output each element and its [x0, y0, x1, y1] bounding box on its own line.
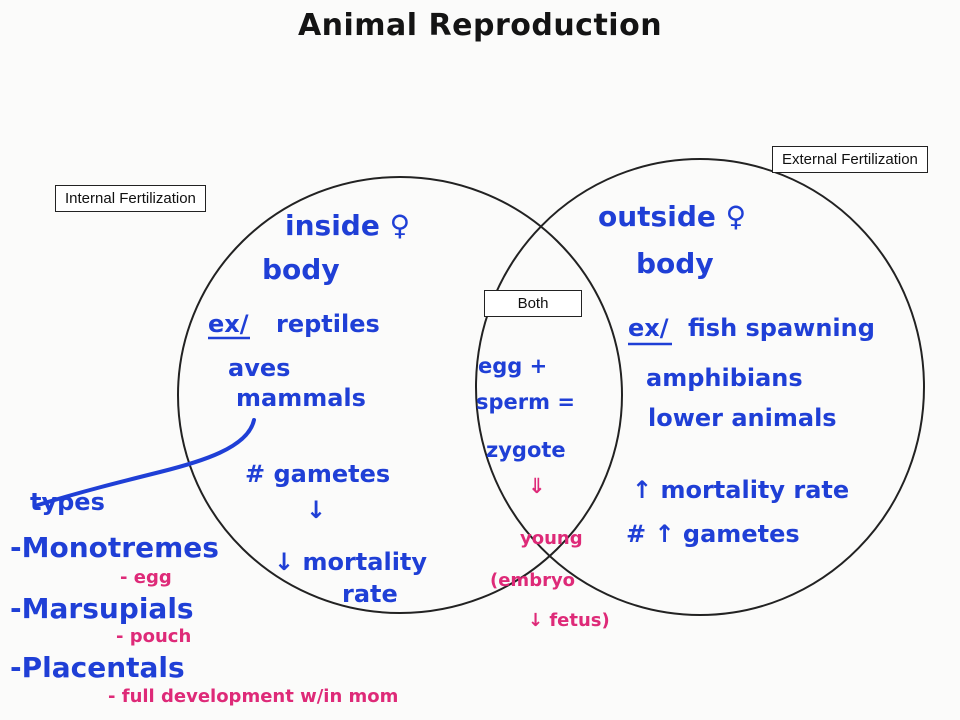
- type-marsupials-note: - pouch: [116, 626, 192, 647]
- internal-mortality: ↓ mortality: [274, 548, 428, 576]
- internal-rate: rate: [342, 580, 398, 608]
- internal-down-arrow: ↓: [306, 496, 327, 524]
- external-mortality: ↑ mortality rate: [632, 476, 850, 504]
- page-title: Animal Reproduction: [297, 8, 663, 43]
- internal-gametes: # gametes: [245, 460, 391, 488]
- type-monotremes-note: - egg: [120, 567, 172, 588]
- both-egg: egg +: [478, 354, 548, 378]
- external-body-text: body: [636, 247, 714, 280]
- types-heading: types: [30, 488, 105, 516]
- internal-body-text: body: [262, 253, 340, 286]
- internal-inside-text: inside ♀: [285, 209, 411, 242]
- type-monotremes: -Monotremes: [10, 531, 219, 564]
- both-label: Both: [484, 290, 582, 317]
- external-gametes: # ↑ gametes: [626, 520, 800, 548]
- both-young: young: [520, 528, 583, 549]
- external-ex-text: ex/: [628, 314, 669, 342]
- both-zygote: zygote: [486, 438, 566, 462]
- external-fertilization-label: External Fertilization: [772, 146, 928, 173]
- internal-ex-aves: aves: [228, 354, 291, 382]
- both-down-arrow: ⇓: [528, 474, 546, 498]
- external-outside-text: outside ♀: [598, 200, 747, 233]
- type-placentals-note: - full development w/in mom: [108, 686, 399, 707]
- internal-ex-reptiles: reptiles: [276, 310, 380, 338]
- type-marsupials: -Marsupials: [10, 592, 194, 625]
- type-placentals: -Placentals: [10, 651, 185, 684]
- internal-ex-text: ex/: [208, 310, 249, 338]
- external-circle: [475, 158, 925, 616]
- internal-fertilization-label: Internal Fertilization: [55, 185, 206, 212]
- internal-ex-mammals: mammals: [236, 384, 366, 412]
- both-fetus: ↓ fetus): [528, 610, 610, 631]
- both-sperm: sperm =: [476, 390, 575, 414]
- both-embryo: (embryo: [490, 570, 576, 591]
- external-ex-fish: fish spawning: [688, 314, 875, 342]
- internal-circle: [177, 176, 623, 614]
- external-ex-lower-animals: lower animals: [648, 404, 837, 432]
- types-connector-line: [36, 418, 256, 507]
- external-ex-amphibians: amphibians: [646, 364, 803, 392]
